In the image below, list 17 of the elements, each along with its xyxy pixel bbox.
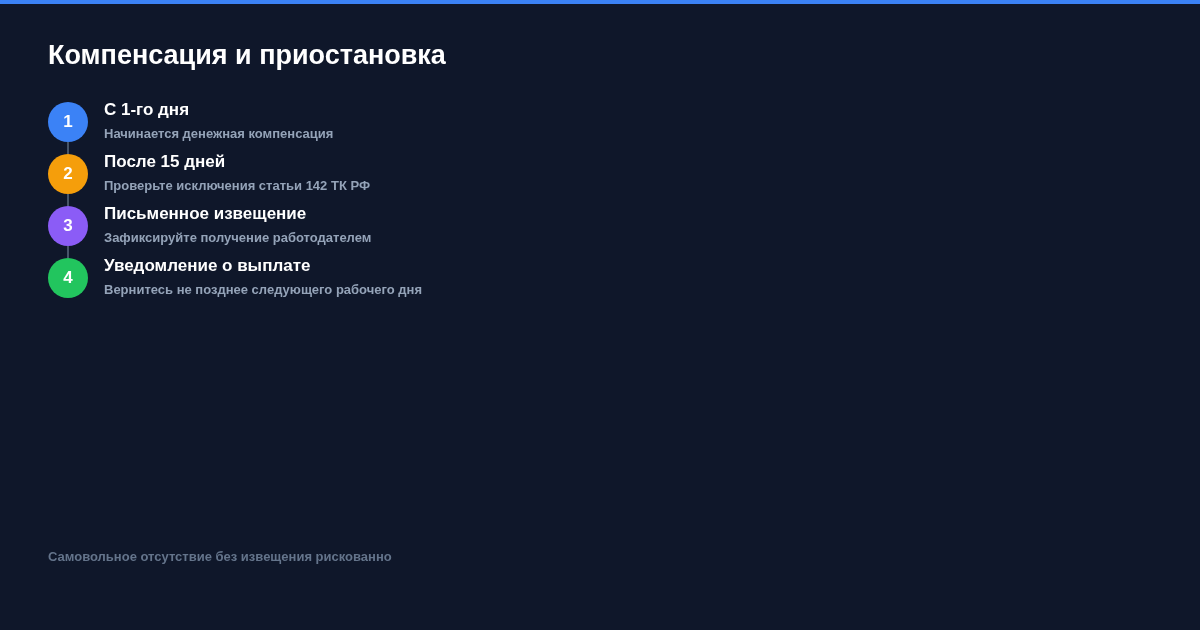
step-number: 4	[48, 258, 88, 298]
page-title: Компенсация и приостановка	[48, 39, 446, 72]
step-description: Зафиксируйте получение работодателем	[104, 230, 372, 246]
step-title: После 15 дней	[104, 152, 226, 172]
step-number: 2	[48, 154, 88, 194]
connector-line	[67, 141, 69, 155]
step-description: Вернитесь не позднее следующего рабочего дня	[104, 282, 422, 298]
footnote: Самовольное отсутствие без извещения рискованно	[48, 549, 392, 565]
step-number: 3	[48, 206, 88, 246]
connector-line	[67, 245, 69, 259]
connector-line	[67, 193, 69, 207]
step-title: Уведомление о выплате	[104, 256, 311, 276]
step-title: С 1-го дня	[104, 100, 190, 120]
step-title: Письменное извещение	[104, 204, 307, 224]
step-description: Проверьте исключения статьи 142 ТК РФ	[104, 178, 371, 194]
step-number: 1	[48, 102, 88, 142]
step-description: Начинается денежная компенсация	[104, 126, 334, 142]
